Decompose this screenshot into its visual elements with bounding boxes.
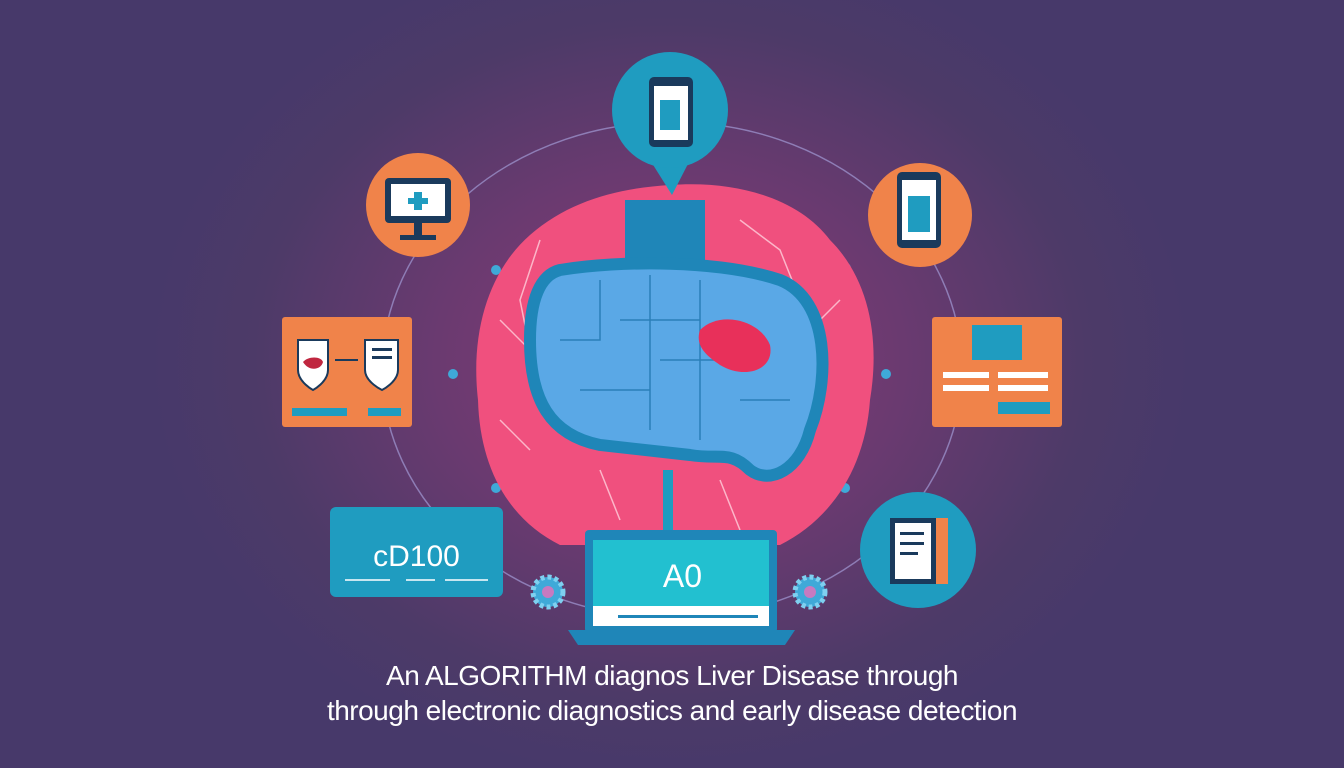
shield-liver-icons — [292, 339, 401, 416]
right-form-panel — [932, 317, 1062, 427]
caption-line-1: An ALGORITHM diagnos Liver Disease throu… — [386, 660, 958, 691]
readout-panel-bg — [330, 507, 503, 597]
phone-report-icon — [649, 77, 693, 147]
liver-organ — [523, 257, 829, 482]
readout-value: cD100 — [373, 540, 460, 573]
funnel-pointer — [650, 160, 690, 195]
gear-icon-right — [792, 574, 828, 610]
tablet-report-icon — [897, 172, 941, 248]
form-fields-icon — [943, 325, 1050, 414]
liver-lesion — [698, 319, 771, 373]
laptop — [568, 530, 795, 645]
caption-line-2: through electronic diagnostics and early… — [326, 695, 1018, 726]
document-icon — [890, 518, 948, 584]
laptop-screen-text: A0 — [662, 558, 703, 594]
gear-icon-left — [530, 574, 566, 610]
monitor-medical-icon — [385, 178, 451, 240]
laptop-stem — [663, 470, 673, 535]
